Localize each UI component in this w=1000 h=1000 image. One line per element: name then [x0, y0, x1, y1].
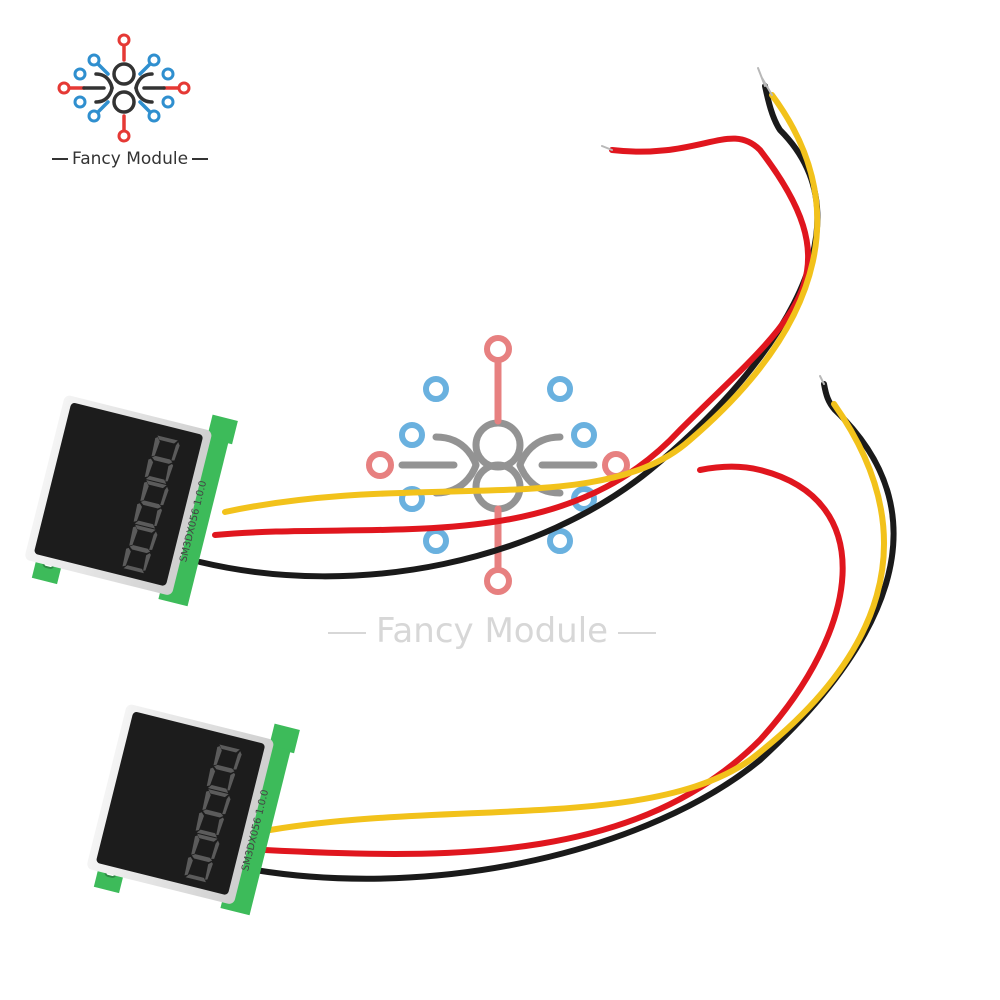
circuit-node-watermark-icon	[366, 335, 630, 595]
voltmeter-module: SM3DX056 1.0.0	[87, 704, 300, 916]
module-1-wires	[197, 67, 821, 580]
watermark-text: Fancy Module	[318, 611, 666, 651]
watermark-text-label: Fancy Module	[376, 611, 609, 651]
module-2-wires	[252, 375, 897, 882]
circuit-node-icon	[57, 33, 191, 143]
voltmeter-module: SM3DX056 1.0.0	[25, 395, 238, 607]
brand-name: Fancy Module	[48, 149, 212, 169]
brand-name-text: Fancy Module	[72, 149, 189, 169]
